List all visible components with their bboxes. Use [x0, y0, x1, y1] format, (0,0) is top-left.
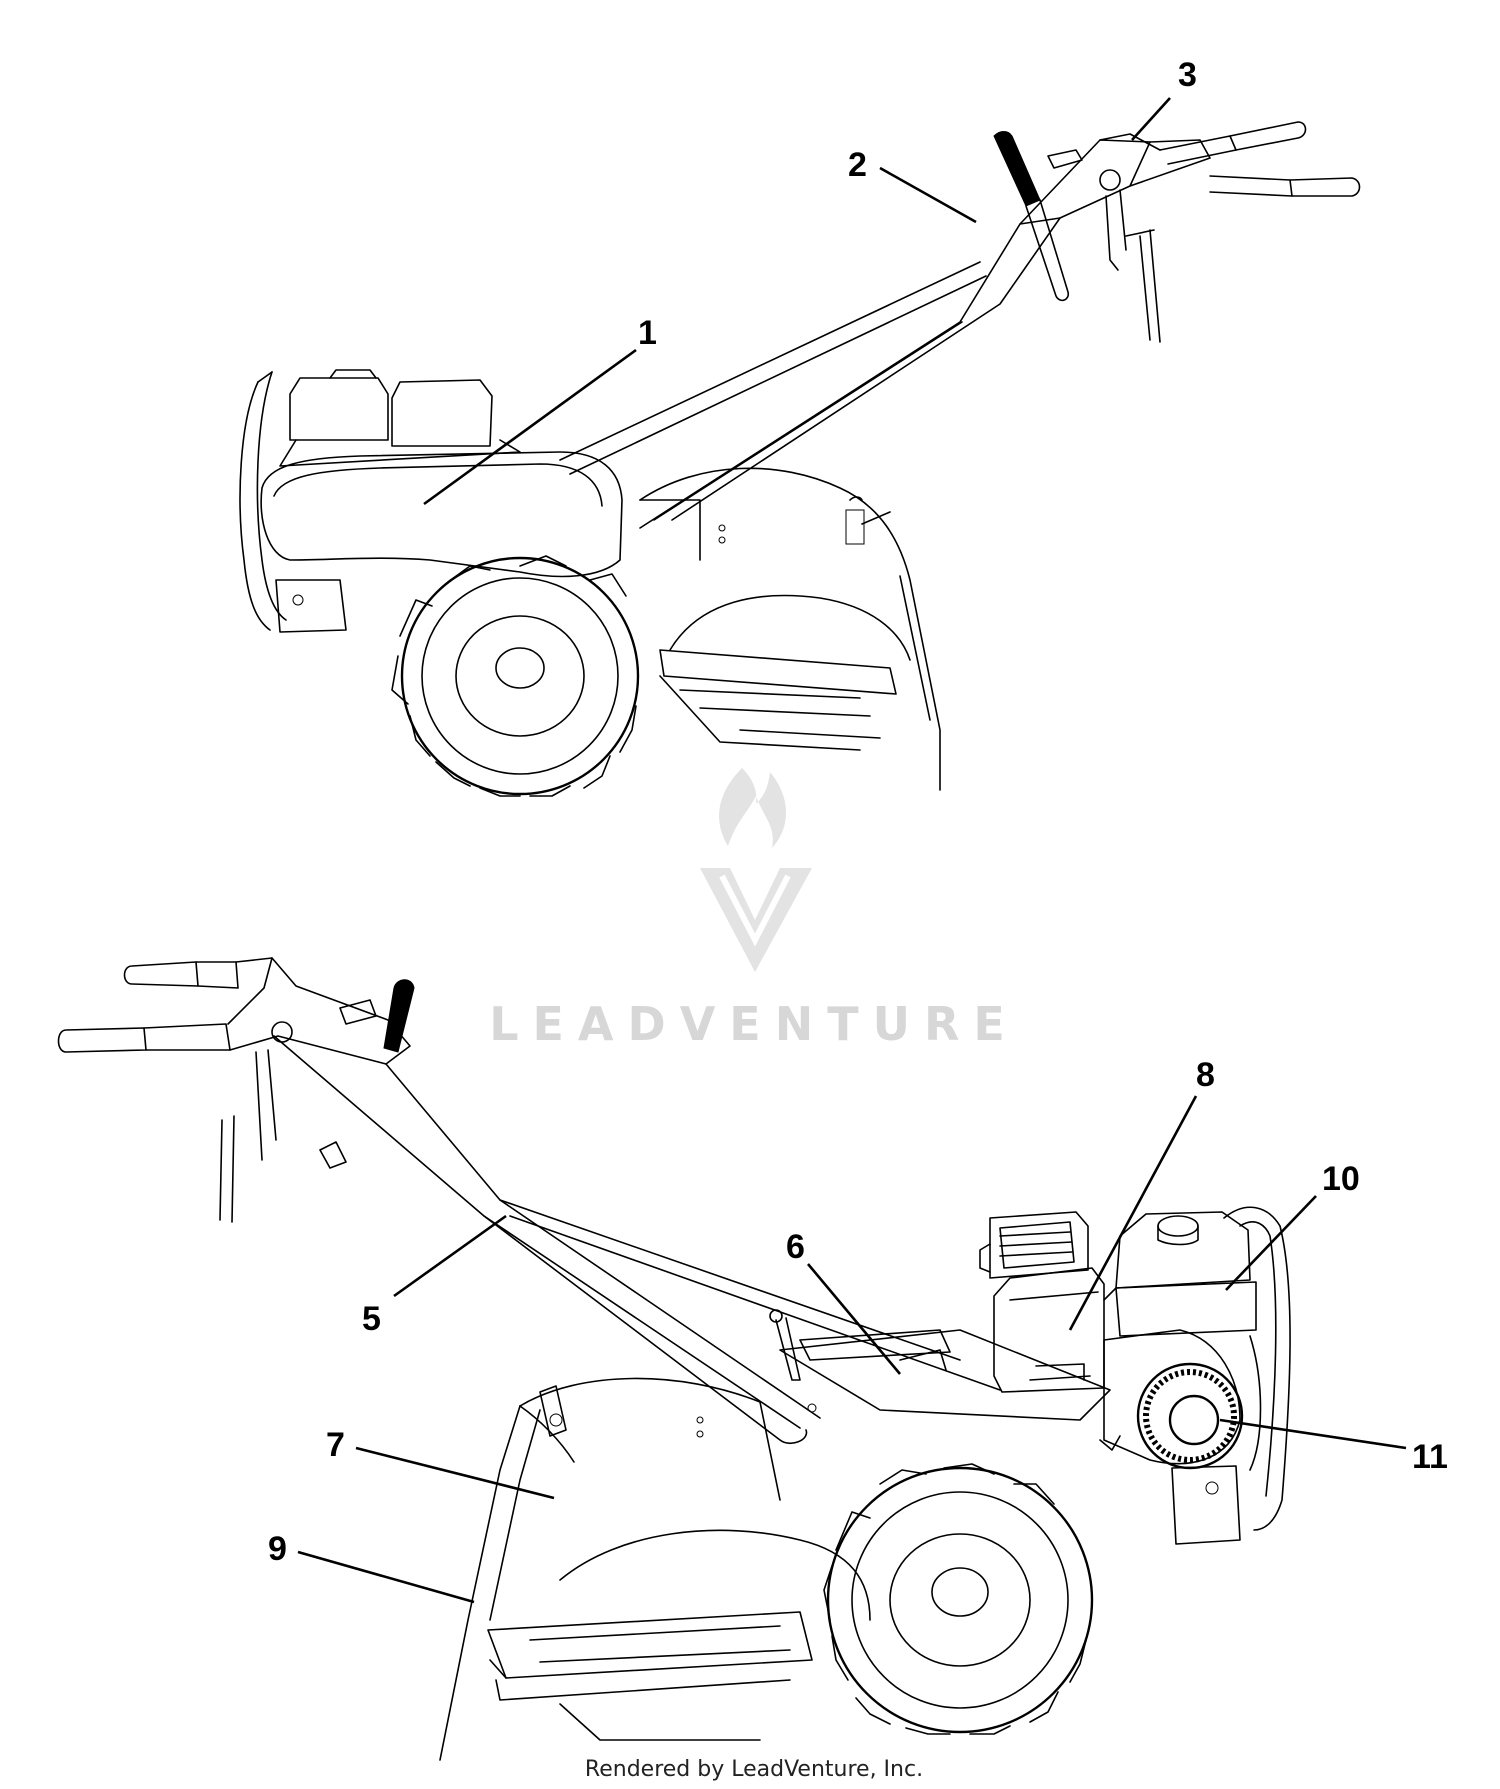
leader-7 — [355, 1446, 555, 1500]
callout-8: 8 — [1196, 1056, 1215, 1094]
callout-5: 5 — [362, 1300, 381, 1338]
callout-11: 11 — [1412, 1438, 1448, 1476]
leader-2 — [879, 166, 977, 224]
callout-6: 6 — [786, 1228, 805, 1266]
watermark-logo — [700, 768, 812, 972]
watermark-text: LEADVENTURE — [489, 997, 1019, 1051]
leader-10 — [1225, 1195, 1317, 1291]
callout-1: 1 — [638, 314, 657, 352]
callout-labels: 1 2 3 5 6 7 8 9 10 11 — [268, 56, 1448, 1568]
leader-9 — [297, 1550, 475, 1604]
callout-10: 10 — [1322, 1160, 1360, 1198]
callout-2: 2 — [848, 146, 867, 184]
leader-5 — [393, 1214, 507, 1298]
callout-3: 3 — [1178, 56, 1197, 94]
footer-credit: Rendered by LeadVenture, Inc. — [585, 1757, 923, 1782]
tiller-top-view — [239, 121, 1361, 797]
callout-9: 9 — [268, 1530, 287, 1568]
leader-3 — [1131, 97, 1171, 141]
callout-7: 7 — [326, 1426, 345, 1464]
leader-11 — [1219, 1418, 1407, 1450]
tiller-bottom-view — [57, 957, 1291, 1761]
leader-6 — [807, 1263, 901, 1375]
leader-8 — [1068, 1095, 1198, 1331]
callout-leaders — [297, 97, 1407, 1604]
leader-1 — [423, 348, 637, 506]
